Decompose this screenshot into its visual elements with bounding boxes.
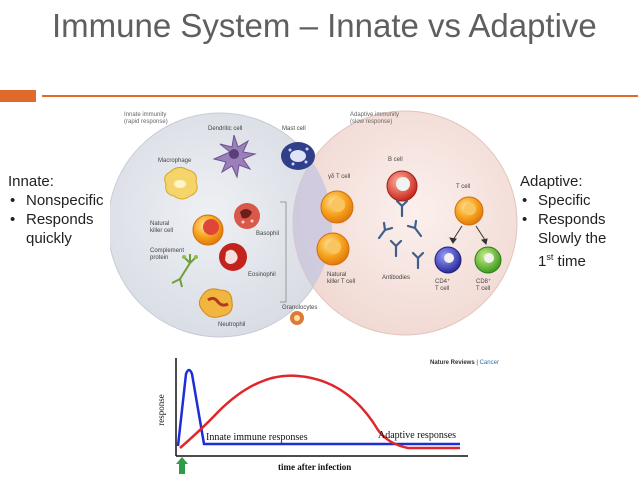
adaptive-bullet-responds-text: Responds Slowly the 1 <box>538 211 607 270</box>
adaptive-panel: Adaptive: Specific Responds Slowly the 1… <box>520 172 632 271</box>
antibodies-icon <box>377 199 425 270</box>
complement-label-2: protein <box>150 255 168 261</box>
basophil-icon <box>234 203 260 229</box>
innate-bullet-nonspecific: Nonspecific <box>8 191 112 210</box>
adaptive-heading: Adaptive: <box>520 173 583 190</box>
macrophage-label: Macrophage <box>158 158 192 164</box>
adaptive-bullet-responds: Responds Slowly the 1st time <box>520 210 624 271</box>
figure-credit: Nature Reviews | Cancer <box>430 360 499 366</box>
adaptive-bullet-sup: st <box>546 252 554 262</box>
innate-heading: Innate: <box>8 173 54 190</box>
nkt-label-1: Natural <box>327 272 346 278</box>
adaptive-bullet-time: time <box>557 253 586 270</box>
cd8-label-2: T cell <box>476 286 490 292</box>
adaptive-response-label: Adaptive responses <box>378 430 456 441</box>
slide-title: Immune System – Innate vs Adaptive <box>52 7 597 44</box>
response-time-graph: response time after infection Innate imm… <box>156 358 468 474</box>
adaptive-header-2: (slow response) <box>350 119 392 125</box>
b-cell-icon <box>386 170 418 202</box>
natural-killer-cell-icon <box>192 214 224 246</box>
innate-bullet-responds: Responds quickly <box>8 210 112 248</box>
innate-panel: Innate: Nonspecific Responds quickly <box>8 172 112 248</box>
adaptive-bullet-specific: Specific <box>520 191 632 210</box>
innate-bullet-list: Nonspecific Responds quickly <box>8 191 112 248</box>
t-cell-differentiation-arrows <box>449 225 488 246</box>
mast-cell-label: Mast cell <box>282 126 306 132</box>
granulocyte-small-icon <box>290 311 304 325</box>
granulocytes-label: Granulocytes <box>282 305 317 311</box>
nkt-label-2: killer T cell <box>327 279 355 285</box>
neutrophil-icon <box>198 288 233 318</box>
b-cell-label: B cell <box>388 157 403 163</box>
innate-header-1: Innate immunity <box>124 112 166 118</box>
innate-response-label: Innate immune responses <box>206 432 308 443</box>
granulocytes-bracket <box>280 201 287 303</box>
eosinophil-label: Eosinophil <box>248 272 276 278</box>
adaptive-response-curve <box>179 374 460 450</box>
complement-protein-icon <box>171 254 198 288</box>
gamma-delta-label: γδ T cell <box>328 174 350 180</box>
t-cell-icon <box>454 196 484 226</box>
natural-killer-t-cell-icon <box>316 232 350 266</box>
nk-label-1: Natural <box>150 221 169 227</box>
adaptive-header-1: Adaptive immunity <box>350 112 399 118</box>
cd8-t-cell-icon <box>474 246 502 274</box>
cd4-label-1: CD4⁺ <box>435 278 450 285</box>
title-underline <box>42 95 638 97</box>
cd4-label-2: T cell <box>435 286 449 292</box>
t-cell-label: T cell <box>456 184 470 190</box>
adaptive-bullet-list: Specific Responds Slowly the 1st time <box>520 191 632 271</box>
nk-label-2: killer cell <box>150 228 173 234</box>
cd4-t-cell-icon <box>434 246 462 274</box>
neutrophil-label: Neutrophil <box>218 322 245 328</box>
eosinophil-icon <box>219 243 247 271</box>
credit-separator: | <box>474 360 480 366</box>
gamma-delta-t-cell-icon <box>320 190 354 224</box>
dendritic-cell-label: Dendritic cell <box>208 126 242 132</box>
credit-section: Cancer <box>479 360 499 366</box>
innate-response-curve <box>176 368 460 447</box>
y-axis-label: response <box>156 394 166 426</box>
infection-arrow-icon <box>176 457 188 474</box>
mast-cell-icon <box>281 142 315 170</box>
antibodies-label: Antibodies <box>382 275 410 281</box>
title-accent-square <box>0 90 36 102</box>
x-axis-label: time after infection <box>278 462 351 472</box>
macrophage-icon <box>164 166 198 200</box>
complement-label-1: Complement <box>150 248 184 254</box>
basophil-label: Basophil <box>256 231 279 237</box>
immune-cells-venn-diagram: Innate immunity (rapid response) Adaptiv… <box>110 110 518 338</box>
credit-journal: Nature Reviews <box>430 360 475 366</box>
cd8-label-1: CD8⁺ <box>476 278 491 285</box>
dendritic-cell-icon <box>212 134 257 179</box>
innate-header-2: (rapid response) <box>124 119 168 125</box>
